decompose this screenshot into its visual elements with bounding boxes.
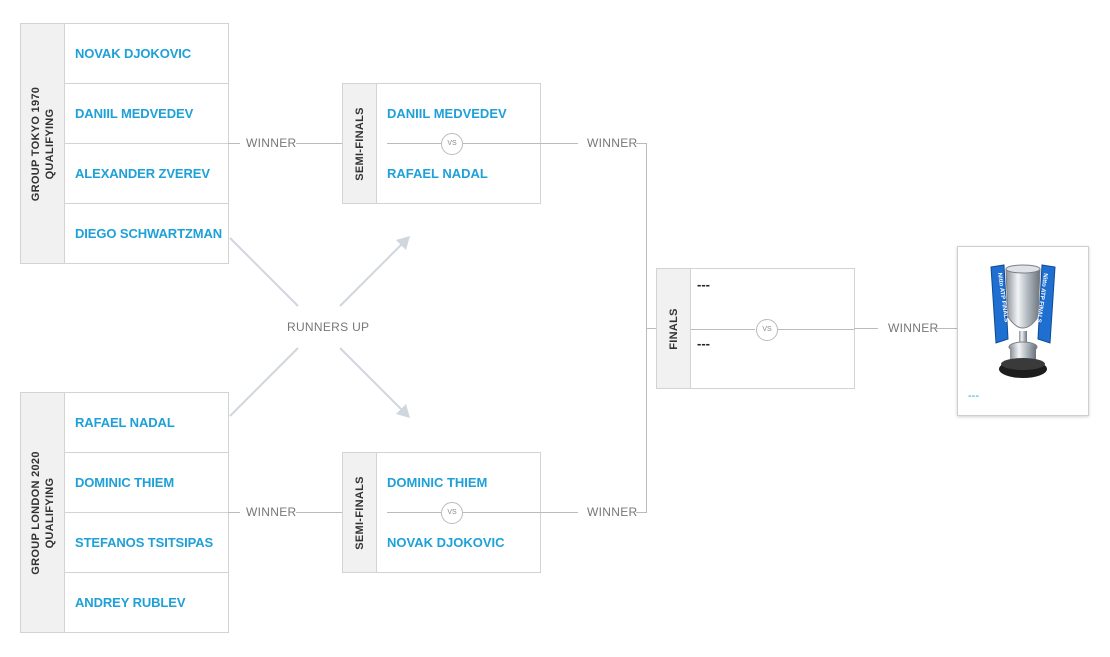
winner-label: WINNER <box>587 136 638 150</box>
connector-line <box>296 143 342 144</box>
player-link[interactable]: DIEGO SCHWARTZMAN <box>75 226 223 241</box>
semi-player-link[interactable]: RAFAEL NADAL <box>387 166 488 181</box>
final-match: FINALS --- VS --- <box>656 268 855 389</box>
connector-line <box>636 512 646 513</box>
connector-line <box>296 512 342 513</box>
winner-label: WINNER <box>587 505 638 519</box>
semi-divider <box>463 512 540 513</box>
winner-label: WINNER <box>888 321 939 335</box>
semi-divider <box>387 143 441 144</box>
connector-line <box>540 143 578 144</box>
final-player: --- <box>697 277 710 292</box>
connector-line <box>228 512 240 513</box>
semi-player-link[interactable]: DOMINIC THIEM <box>387 475 488 490</box>
winner-label: WINNER <box>246 505 297 519</box>
group-label-panel: GROUP TOKYO 1970 QUALIFYING <box>21 24 65 263</box>
connector-line <box>854 328 878 329</box>
semi-label: SEMI-FINALS <box>353 106 366 181</box>
semi-label: SEMI-FINALS <box>353 475 366 550</box>
player-link[interactable]: DOMINIC THIEM <box>65 453 228 513</box>
connector-line <box>540 512 578 513</box>
finals-divider <box>778 329 854 330</box>
connector-line <box>646 328 656 329</box>
champion-card: Nitto ATP FINALS Nitto ATP FINALS --- <box>957 246 1089 416</box>
semi-divider <box>463 143 540 144</box>
vs-badge: VS <box>441 133 463 155</box>
runners-up-label: RUNNERS UP <box>287 320 370 334</box>
semi-player-link[interactable]: DANIIL MEDVEDEV <box>387 106 507 121</box>
semi-divider <box>387 512 441 513</box>
finals-label: FINALS <box>667 307 680 350</box>
player-link[interactable]: RAFAEL NADAL <box>65 393 228 453</box>
group-tokyo-1970: GROUP TOKYO 1970 QUALIFYING NOVAK DJOKOV… <box>20 23 229 264</box>
vs-badge: VS <box>441 502 463 524</box>
player-link[interactable]: DANIIL MEDVEDEV <box>65 84 228 144</box>
arrow-line <box>339 241 405 307</box>
vs-badge: VS <box>756 319 778 341</box>
semi-player-link[interactable]: NOVAK DJOKOVIC <box>387 535 505 550</box>
arrow-head <box>396 404 410 418</box>
arrow-line <box>229 237 299 307</box>
semi-label-panel: SEMI-FINALS <box>343 453 377 572</box>
player-link[interactable]: STEFANOS TSITSIPAS <box>65 513 228 573</box>
semi-label-panel: SEMI-FINALS <box>343 84 377 203</box>
player-link[interactable]: ANDREY RUBLEV <box>75 595 186 610</box>
winner-label: WINNER <box>246 136 297 150</box>
connector-line <box>936 328 957 329</box>
player-link[interactable]: ALEXANDER ZVEREV <box>65 144 228 204</box>
finals-divider <box>691 329 755 330</box>
group-london-2020: GROUP LONDON 2020 QUALIFYING RAFAEL NADA… <box>20 392 229 633</box>
connector-line <box>228 143 240 144</box>
arrow-line <box>229 347 299 417</box>
group-label-panel: GROUP LONDON 2020 QUALIFYING <box>21 393 65 632</box>
player-link[interactable]: NOVAK DJOKOVIC <box>65 24 228 84</box>
champion-name-link[interactable]: --- <box>968 390 979 402</box>
arrow-head <box>396 236 410 250</box>
trophy-icon: Nitto ATP FINALS Nitto ATP FINALS <box>990 264 1056 378</box>
final-player: --- <box>697 336 710 351</box>
arrow-line <box>339 347 405 413</box>
semi-final-1: SEMI-FINALS DANIIL MEDVEDEV VS RAFAEL NA… <box>342 83 541 204</box>
connector-line <box>636 143 646 144</box>
semi-final-2: SEMI-FINALS DOMINIC THIEM VS NOVAK DJOKO… <box>342 452 541 573</box>
finals-label-panel: FINALS <box>657 269 691 388</box>
